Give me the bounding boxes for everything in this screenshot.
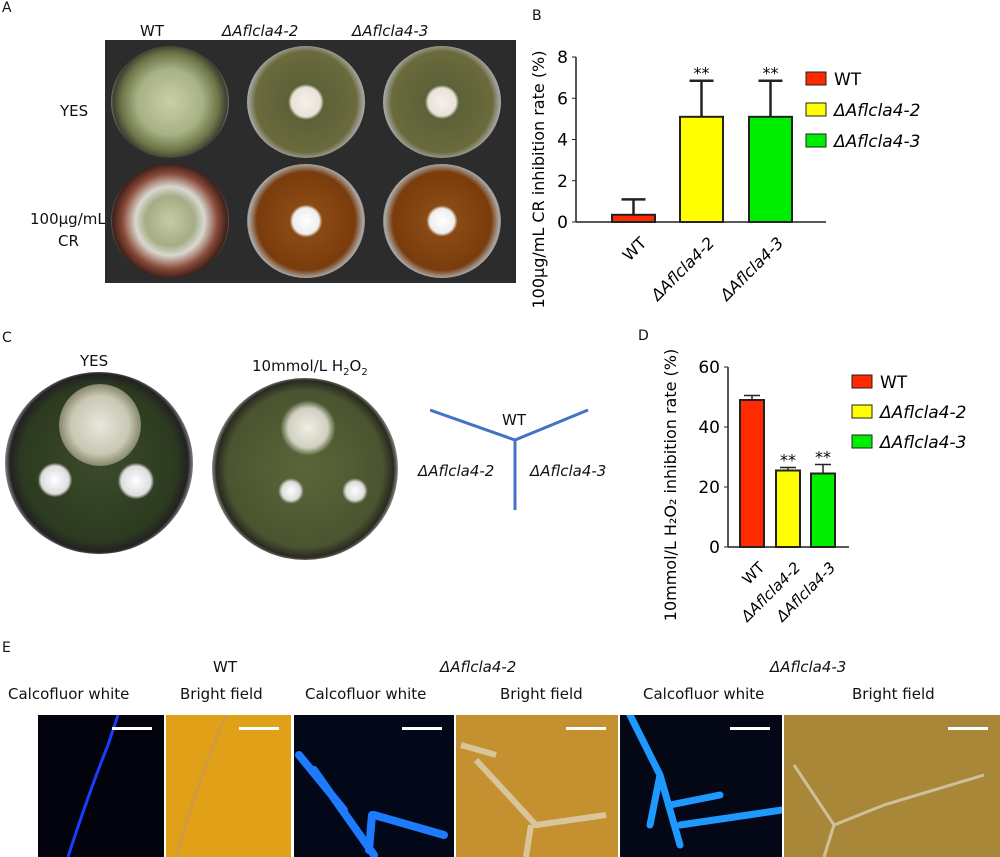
significance-marker: ** bbox=[815, 448, 831, 467]
scale-bar bbox=[730, 727, 770, 730]
x-tick-label: WT bbox=[619, 233, 651, 265]
micrograph-bf-a3 bbox=[784, 715, 1000, 857]
plate-c-h2o2 bbox=[212, 378, 398, 560]
plate-title-yes: YES bbox=[80, 352, 109, 370]
scale-bar bbox=[239, 727, 279, 730]
legend-label: ΔAflcla4-2 bbox=[832, 101, 921, 121]
y-tick-label: 40 bbox=[698, 418, 720, 438]
strain-label-a2: ΔAflcla4-2 bbox=[440, 658, 517, 676]
diagram-label-a3: ΔAflcla4-3 bbox=[530, 462, 607, 480]
micrograph-cfw-wt bbox=[38, 715, 164, 857]
micrograph-bf-wt bbox=[166, 715, 291, 857]
plate-wt-yes bbox=[111, 46, 229, 158]
micrograph-bf-a2 bbox=[456, 715, 618, 857]
legend-label: ΔAflcla4-3 bbox=[832, 132, 921, 152]
y-tick-label: 2 bbox=[557, 172, 568, 192]
scale-bar bbox=[566, 727, 606, 730]
colony-a2-h2o2 bbox=[278, 478, 304, 504]
scale-bar bbox=[112, 727, 152, 730]
legend-swatch bbox=[851, 434, 873, 449]
bar-0 bbox=[739, 399, 765, 548]
y-tick-label: 60 bbox=[698, 358, 720, 378]
row-label-yes: YES bbox=[60, 102, 89, 120]
panel-label-c: C bbox=[2, 330, 12, 346]
legend-swatch bbox=[805, 133, 827, 148]
legend-label: WT bbox=[834, 70, 862, 90]
img-label-cfw-a3: Calcofluor white bbox=[643, 685, 765, 703]
bar-0 bbox=[611, 213, 656, 223]
plate-photo-grid bbox=[105, 40, 516, 283]
plate-c-yes bbox=[5, 372, 193, 554]
colony-a3-h2o2 bbox=[342, 478, 368, 504]
panel-label-b: B bbox=[532, 8, 542, 24]
significance-marker: ** bbox=[780, 451, 796, 470]
row-label-cr: 100μg/mL bbox=[30, 210, 106, 228]
bar-1 bbox=[775, 469, 801, 548]
colony-a2 bbox=[37, 462, 73, 498]
diagram-label-wt: WT bbox=[502, 411, 526, 429]
img-label-bf-a2: Bright field bbox=[500, 685, 583, 703]
panel-label-a: A bbox=[2, 0, 12, 16]
scale-bar bbox=[948, 727, 988, 730]
y-tick-label: 4 bbox=[557, 131, 568, 151]
y-diagram bbox=[430, 408, 589, 510]
col-label-a2: ΔAflcla4-2 bbox=[222, 22, 299, 40]
y-tick-label: 6 bbox=[557, 89, 568, 109]
legend-label: ΔAflcla4-3 bbox=[878, 433, 967, 453]
plate-title-h2o2: 10mmol/L H2O2 bbox=[252, 357, 368, 378]
panel-label-e: E bbox=[2, 640, 11, 656]
bar-2 bbox=[810, 472, 836, 548]
significance-marker: ** bbox=[694, 64, 710, 83]
colony-a3 bbox=[117, 462, 155, 500]
strain-label-wt: WT bbox=[213, 658, 237, 676]
strain-label-a3: ΔAflcla4-3 bbox=[770, 658, 847, 676]
chart-d: 0204060WT**ΔAflcla4-2**ΔAflcla4-3WTΔAflc… bbox=[661, 349, 967, 626]
micrograph-cfw-a3 bbox=[620, 715, 782, 857]
legend-label: WT bbox=[880, 373, 908, 393]
y-axis-label: 100μg/mL CR inhibition rate (%) bbox=[529, 50, 548, 308]
y-tick-label: 20 bbox=[698, 478, 720, 498]
significance-marker: ** bbox=[763, 64, 779, 83]
diagram-label-a2: ΔAflcla4-2 bbox=[418, 462, 495, 480]
bar-1 bbox=[679, 115, 724, 223]
img-label-bf-a3: Bright field bbox=[852, 685, 935, 703]
row-label-cr2: CR bbox=[58, 232, 79, 250]
y-tick-label: 8 bbox=[557, 48, 568, 68]
chart-b: 02468WT**ΔAflcla4-2**ΔAflcla4-3WTΔAflcla… bbox=[529, 48, 921, 309]
y-tick-label: 0 bbox=[709, 538, 720, 558]
img-label-bf-wt: Bright field bbox=[180, 685, 263, 703]
plate-a2-cr bbox=[247, 164, 365, 278]
bar-2 bbox=[748, 115, 793, 223]
panel-label-d: D bbox=[638, 328, 649, 344]
legend-swatch bbox=[805, 102, 827, 117]
x-tick-label: ΔAflcla4-3 bbox=[715, 233, 787, 305]
x-tick-label: ΔAflcla4-2 bbox=[646, 233, 718, 305]
plate-a3-yes bbox=[383, 46, 501, 158]
micrograph-cfw-a2 bbox=[294, 715, 454, 857]
col-label-a3: ΔAflcla4-3 bbox=[352, 22, 429, 40]
legend-swatch bbox=[851, 404, 873, 419]
legend-swatch bbox=[851, 374, 873, 389]
img-label-cfw-a2: Calcofluor white bbox=[305, 685, 427, 703]
plate-a2-yes bbox=[247, 46, 365, 158]
y-tick-label: 0 bbox=[557, 213, 568, 233]
plate-a3-cr bbox=[383, 164, 501, 278]
legend-label: ΔAflcla4-2 bbox=[878, 403, 967, 423]
y-axis-label: 10mmol/L H₂O₂ inhibition rate (%) bbox=[661, 349, 680, 621]
colony-wt-h2o2 bbox=[280, 400, 336, 456]
scale-bar bbox=[402, 727, 442, 730]
legend-swatch bbox=[805, 71, 827, 86]
colony-wt bbox=[59, 384, 141, 466]
plate-wt-cr bbox=[111, 164, 229, 278]
col-label-wt: WT bbox=[140, 22, 164, 40]
img-label-cfw-wt: Calcofluor white bbox=[8, 685, 130, 703]
x-tick-label: WT bbox=[739, 558, 769, 588]
